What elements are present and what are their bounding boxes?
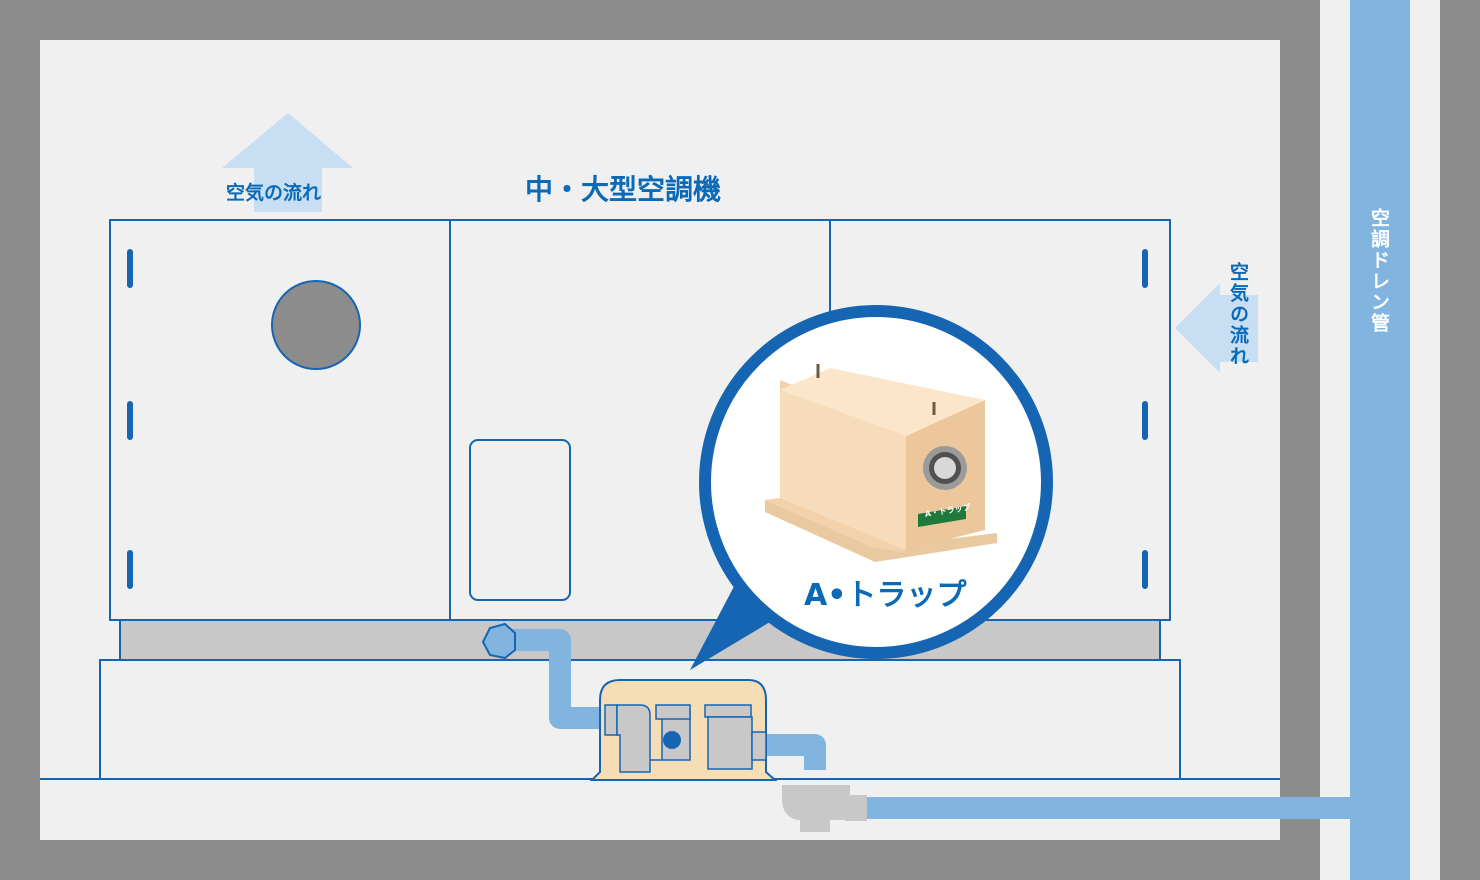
floor-drain-fitting <box>782 785 850 832</box>
air-flow-arrow-up <box>222 113 353 212</box>
machine-base-frame <box>119 619 1161 661</box>
drain-pipe-inlet <box>510 629 608 729</box>
access-door <box>469 439 571 601</box>
unit-panel-left <box>109 219 451 621</box>
air-flow-arrow-left <box>1175 283 1258 373</box>
drain-pipe-label: 空調ドレン管 <box>1368 208 1390 334</box>
drain-pipe-outlet <box>760 734 826 770</box>
floor-drain-flange <box>845 795 867 821</box>
drain-riser-pipe <box>1350 0 1410 880</box>
drain-outlet-fitting <box>481 622 516 660</box>
horizontal-drain-pipe <box>867 797 1352 819</box>
air-flow-label-top: 空気の流れ <box>226 182 322 204</box>
product-name-label: A•トラップ <box>804 578 967 613</box>
atrap-product-image <box>765 364 997 562</box>
trap-box <box>589 679 778 781</box>
fan-outlet-circle <box>271 280 361 370</box>
air-flow-label-right: 空気の流れ <box>1227 262 1249 367</box>
diagram-title: 中・大型空調機 <box>525 173 722 206</box>
